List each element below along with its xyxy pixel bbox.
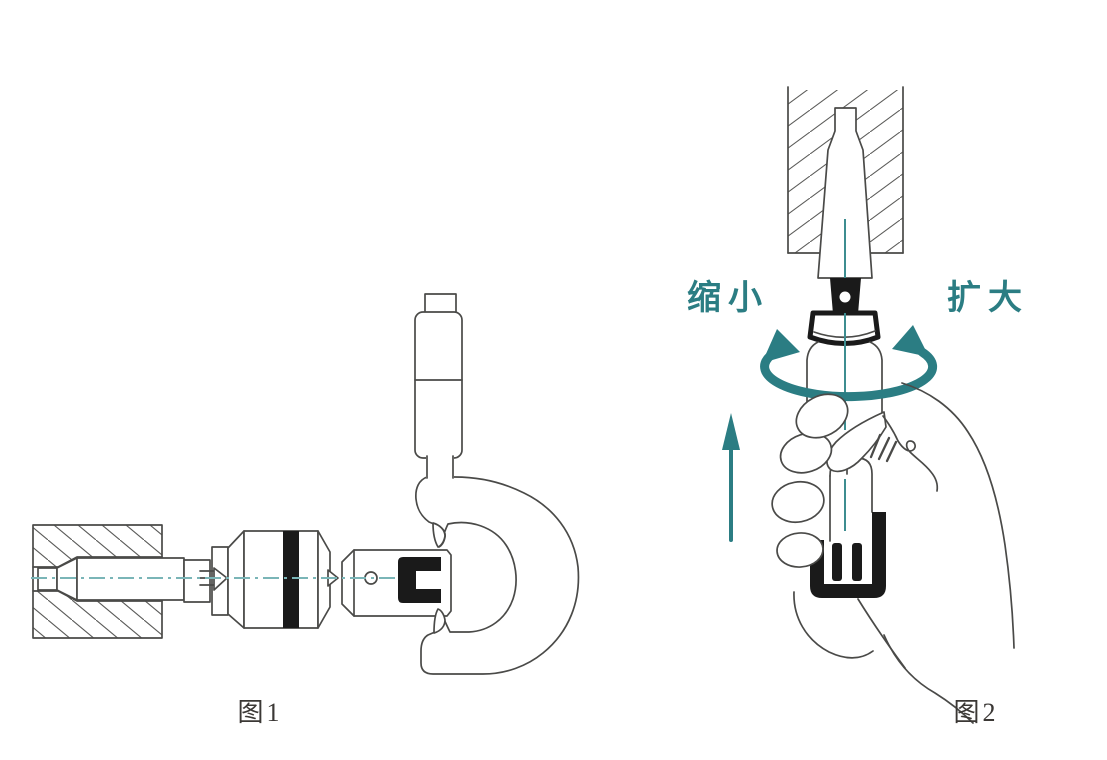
figure-1-drawing xyxy=(31,293,580,675)
pin-collar-icon xyxy=(830,278,861,314)
label-shrink: 缩小 xyxy=(687,279,769,317)
anvil-bottom-icon xyxy=(433,608,446,634)
adjuster-barrel-icon xyxy=(197,530,339,629)
figure-1-caption: 图1 xyxy=(237,698,283,727)
rotation-arrow-icon xyxy=(760,325,938,402)
grip-teeth-icon xyxy=(810,512,886,598)
micrometer-neck xyxy=(426,455,454,479)
fingertip xyxy=(795,393,849,439)
fingertip xyxy=(771,480,825,524)
figure-2-caption: 图2 xyxy=(953,698,999,727)
fingertip xyxy=(779,432,833,474)
fingertip xyxy=(776,532,824,568)
locking-band-icon xyxy=(283,531,299,628)
label-expand: 扩大 xyxy=(947,279,1029,317)
motion-marks-icon xyxy=(869,433,898,463)
tool-cylinder-icon xyxy=(806,341,883,432)
thumb xyxy=(826,411,887,473)
micrometer-stem-icon xyxy=(414,293,463,459)
taper-pin-icon xyxy=(817,107,873,279)
knuckle-crease xyxy=(897,440,939,492)
hand-icon xyxy=(771,382,1015,724)
anvil-top-icon xyxy=(432,522,446,548)
up-arrow-icon xyxy=(722,413,740,542)
clamp-bracket-icon xyxy=(398,557,441,603)
figure-2-drawing xyxy=(722,86,1015,724)
